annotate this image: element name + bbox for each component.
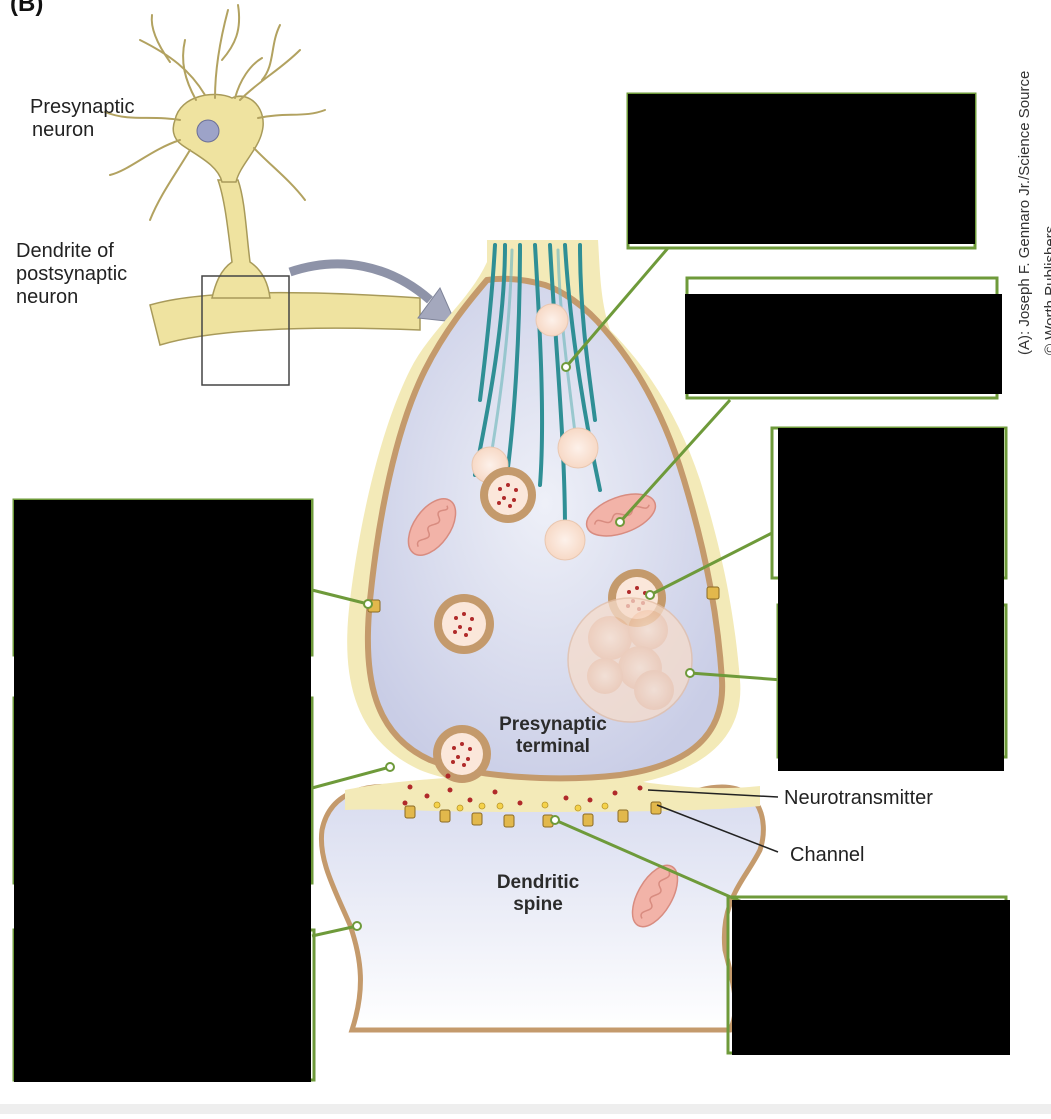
presynaptic-neuron-label: Presynaptic neuron [30,96,135,142]
redacted-label-box-4 [14,500,311,1082]
spine-label-line1: Dendritic [496,872,580,893]
synaptic-vesicles [433,467,666,783]
zoom-arrow [288,259,433,304]
redacted-label-box-5 [732,900,1010,1055]
dendrite-label-line2: postsynaptic [16,263,128,285]
zoom-box [201,275,290,386]
presynaptic-neuron-label-line1: Presynaptic [30,96,135,118]
presynaptic-terminal-label: Presynaptic terminal [488,714,618,758]
panel-letter: (B) [10,0,44,17]
publisher-credit: © Worth Publishers [1042,225,1051,355]
cell-body-shape [172,93,264,183]
nucleus-shape [196,119,220,143]
terminal-label-line1: Presynaptic [499,714,607,735]
photo-credit: (A): Joseph F. Gennaro Jr./Science Sourc… [1016,70,1033,355]
storage-granule [567,597,693,723]
postsynaptic-dendrite-shape [149,291,421,346]
microtubules [473,243,602,532]
dendritic-spine-label: Dendritic spine [488,872,588,916]
presynaptic-neuron-drawing [104,4,456,386]
channel-label: Channel [790,844,865,866]
axon-shape [211,179,271,299]
neurotransmitter-label: Neurotransmitter [784,787,933,809]
presynaptic-neuron-label-line2: neuron [32,119,95,141]
dendrite-label-line1: Dendrite of [16,240,114,262]
redacted-label-box-2 [685,294,1002,394]
mitochondria [407,493,679,928]
black-leader-lines [647,789,779,853]
spine-label-line2: spine [513,894,563,915]
dendrite-label: Dendrite of postsynaptic neuron [16,240,127,309]
redacted-label-box-1 [628,94,975,244]
neurotransmitter-dots [402,773,643,812]
terminal-label-line2: terminal [516,736,590,757]
redacted-label-box-3 [778,428,1004,771]
dendrite-label-line3: neuron [16,286,79,308]
bottom-strip [0,1104,1051,1114]
pale-vesicles [471,303,599,561]
